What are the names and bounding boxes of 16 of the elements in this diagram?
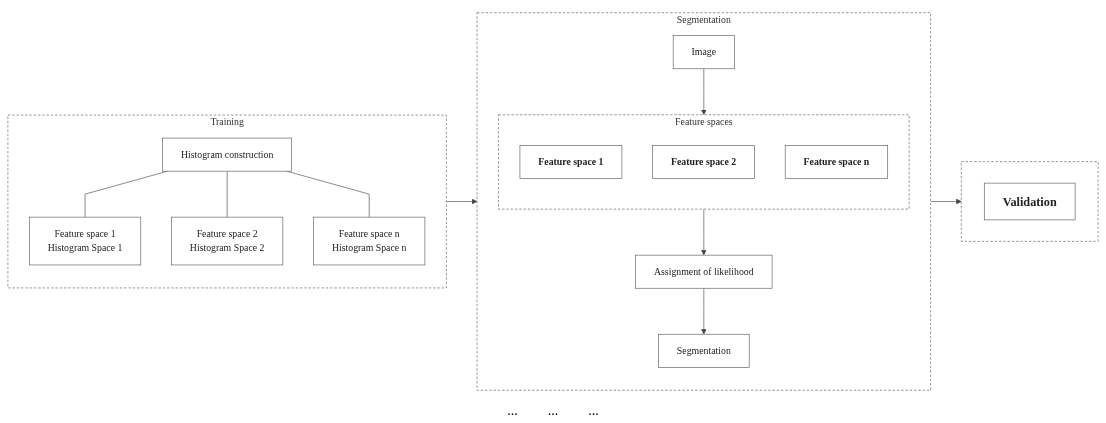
node-box: Feature space 2 — [652, 145, 755, 179]
cluster — [960, 161, 1099, 242]
node-box: Feature space n — [784, 145, 888, 179]
node-box: Feature space n Histogram Space n — [313, 216, 426, 266]
connector — [226, 170, 228, 218]
node-box: Feature space 1 Histogram Space 1 — [29, 216, 142, 266]
node-box: Validation — [983, 182, 1076, 221]
node-box: Feature space 1 — [519, 145, 623, 179]
node-box: Assignment of likelihood — [635, 254, 773, 289]
node-box: Segmentation — [658, 333, 750, 368]
node-box: Image — [672, 35, 735, 70]
ellipsis-label: ... — [588, 403, 599, 420]
ellipsis-label: ... — [507, 403, 518, 420]
node-box: Histogram construction — [162, 137, 292, 172]
ellipsis-label: ... — [547, 403, 559, 420]
node-box: Feature space 2 Histogram Space 2 — [171, 216, 284, 266]
